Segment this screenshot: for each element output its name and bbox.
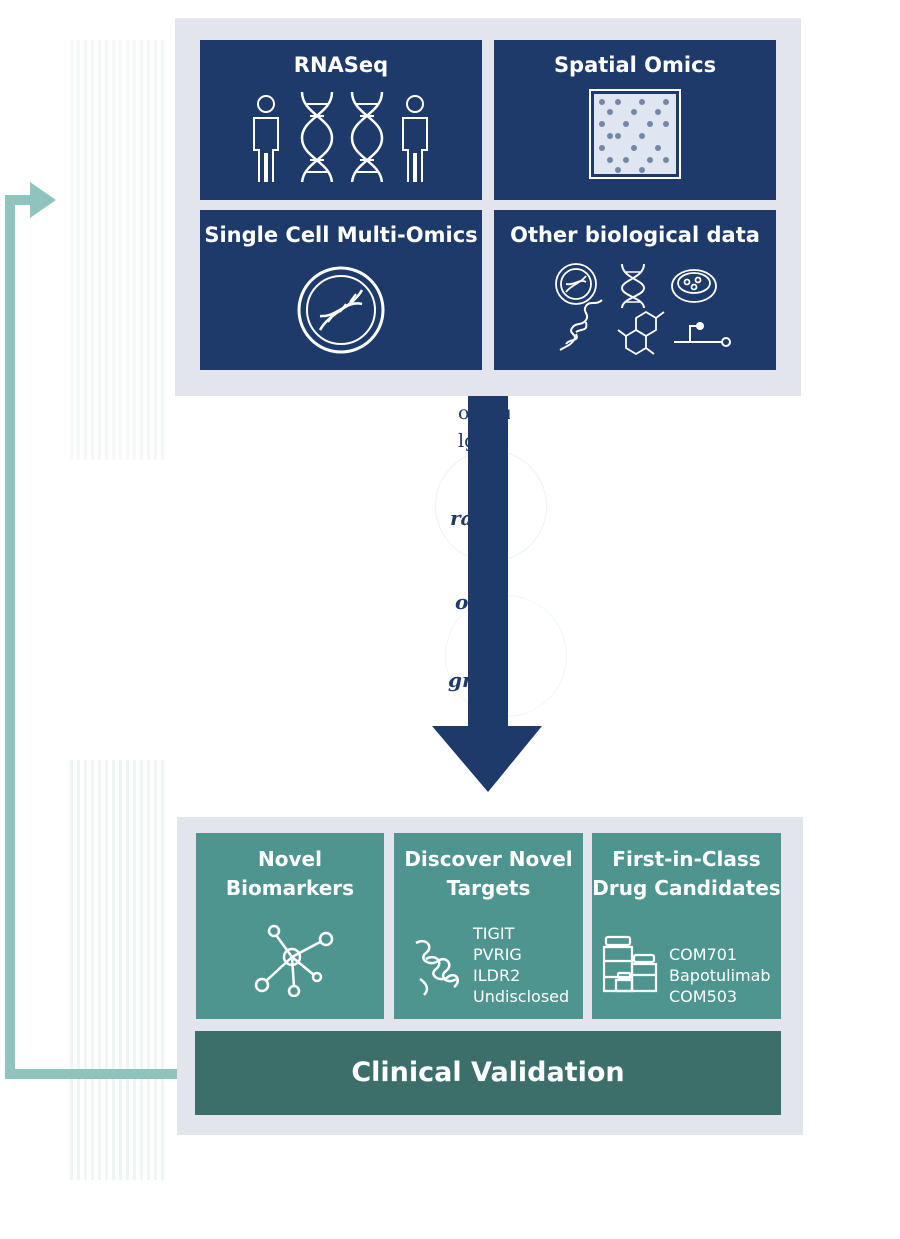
data-stream-left-bottom (70, 760, 165, 1180)
pathway-icon (674, 322, 731, 347)
cell-dna-icon (555, 263, 597, 305)
petri-dish-icon (671, 269, 717, 303)
other-data-tile: Other biological data (494, 210, 776, 370)
drug-candidates-title-line: First-in-Class (612, 847, 761, 871)
clinical-validation-bar: Clinical Validation (195, 1031, 781, 1115)
target-item: PVRIG (473, 945, 522, 964)
biomarkers-title: Novel Biomarkers (196, 845, 384, 903)
drug-candidates-title-line: Drug Candidates (592, 876, 781, 900)
biomarkers-tile: Novel Biomarkers (196, 833, 384, 1019)
drug-list: COM701 Bapotulimab COM503 (669, 944, 771, 1007)
rnaseq-icons (253, 91, 428, 182)
feedback-arrowhead (30, 182, 56, 218)
feedback-arrow (5, 182, 196, 1079)
targets-title-line: Discover Novel (404, 847, 573, 871)
dna-icon (300, 91, 334, 182)
feedback-line (5, 195, 196, 1079)
biomarkers-title-line: Biomarkers (225, 876, 355, 900)
targets-title-line: Targets (446, 876, 531, 900)
target-item: Undisclosed (473, 987, 570, 1006)
molecule-icon (617, 310, 665, 356)
biomarkers-title-line: Novel (258, 847, 322, 871)
drug-candidates-title: First-in-Class Drug Candidates (592, 845, 781, 903)
medicine-bottles-icon (602, 935, 658, 993)
rnaseq-tile: RNASeq (200, 40, 482, 200)
targets-title: Discover Novel Targets (394, 845, 583, 903)
person-icon (253, 95, 279, 182)
other-data-icons (555, 263, 731, 356)
drug-candidates-tile: First-in-Class Drug Candidates COM701 Ba… (592, 833, 781, 1019)
data-stream-left-top (70, 40, 165, 460)
cell-dna-icon (297, 266, 385, 354)
protein-icon (415, 939, 459, 996)
spatial-grid-icon (589, 89, 681, 179)
single-cell-tile: Single Cell Multi-Omics (200, 210, 482, 370)
dna-icon (350, 91, 384, 182)
target-item: ILDR2 (473, 966, 521, 985)
network-icon (254, 924, 334, 997)
target-item: TIGIT (473, 924, 515, 943)
single-cell-title: Single Cell Multi-Omics (204, 223, 478, 247)
drug-item: COM503 (669, 987, 738, 1006)
spatial-omics-title: Spatial Omics (553, 53, 717, 77)
protein-icon (559, 299, 603, 351)
process-arrow (432, 396, 542, 792)
targets-tile: Discover Novel Targets TIGIT PVRIG ILDR2… (394, 833, 583, 1019)
targets-list: TIGIT PVRIG ILDR2 Undisclosed (473, 923, 569, 1007)
drug-item: COM701 (669, 945, 738, 964)
outcomes-panel: Novel Biomarkers Discover Novel Targets (177, 817, 803, 1135)
drug-item: Bapotulimab (669, 966, 771, 985)
dna-icon (620, 263, 646, 309)
clinical-validation-label: Clinical Validation (351, 1057, 625, 1088)
spatial-omics-tile: Spatial Omics (494, 40, 776, 200)
input-data-panel: RNASeq Spatial Omics (175, 18, 801, 396)
other-data-title: Other biological data (510, 223, 760, 247)
person-icon (402, 95, 428, 182)
rnaseq-title: RNASeq (293, 53, 389, 77)
